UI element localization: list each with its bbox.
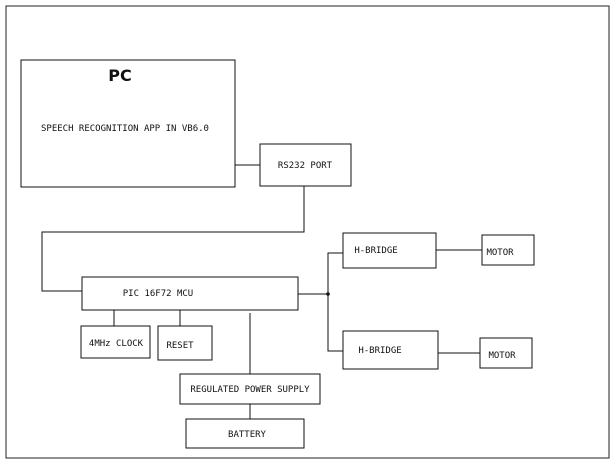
hbridge-bottom-box xyxy=(342,330,439,370)
hbridge-bottom-label: H-BRIDGE xyxy=(358,346,401,356)
motor-bottom-block: MOTOR xyxy=(479,337,533,369)
power-supply-block: REGULATED POWER SUPPLY xyxy=(179,373,321,405)
reset-box xyxy=(157,325,213,361)
pc-subtitle: SPEECH RECOGNITION APP IN VB6.0 xyxy=(41,124,209,134)
wire-junction-to-hbridge-bottom xyxy=(327,294,343,352)
battery-box xyxy=(185,418,305,449)
diagram-frame xyxy=(5,5,610,459)
hbridge-top-box xyxy=(342,232,437,269)
rs232-port-block: RS232 PORT xyxy=(259,143,352,187)
connection-lines xyxy=(41,164,482,419)
pc-title: PC xyxy=(108,66,131,85)
power-supply-box xyxy=(179,373,321,405)
rs232-port-box xyxy=(259,143,352,187)
wire-rs232-to-mcu xyxy=(41,186,305,292)
clock-box xyxy=(80,325,151,359)
pc-box xyxy=(20,59,236,188)
clock-block: 4MHz CLOCK xyxy=(80,325,151,359)
motor-bottom-label: MOTOR xyxy=(488,351,516,361)
power-supply-label: REGULATED POWER SUPPLY xyxy=(190,385,310,395)
battery-block: BATTERY xyxy=(185,418,305,449)
motor-bottom-box xyxy=(479,337,533,369)
hbridge-bottom-block: H-BRIDGE xyxy=(342,330,439,370)
motor-top-label: MOTOR xyxy=(486,248,514,258)
reset-label: RESET xyxy=(166,341,194,351)
rs232-port-label: RS232 PORT xyxy=(278,161,333,171)
hbridge-top-block: H-BRIDGE xyxy=(342,232,437,269)
junction-dot xyxy=(326,292,330,296)
wire-junction-to-hbridge-top xyxy=(327,252,343,294)
mcu-box xyxy=(81,276,299,311)
mcu-block: PIC 16F72 MCU xyxy=(81,276,299,311)
clock-label: 4MHz CLOCK xyxy=(89,339,144,349)
motor-top-block: MOTOR xyxy=(481,234,535,266)
mcu-label: PIC 16F72 MCU xyxy=(123,289,193,299)
hbridge-top-label: H-BRIDGE xyxy=(354,246,397,256)
reset-block: RESET xyxy=(157,325,213,361)
battery-label: BATTERY xyxy=(228,430,267,440)
motor-top-box xyxy=(481,234,535,266)
pc-block: PC SPEECH RECOGNITION APP IN VB6.0 xyxy=(20,59,236,188)
